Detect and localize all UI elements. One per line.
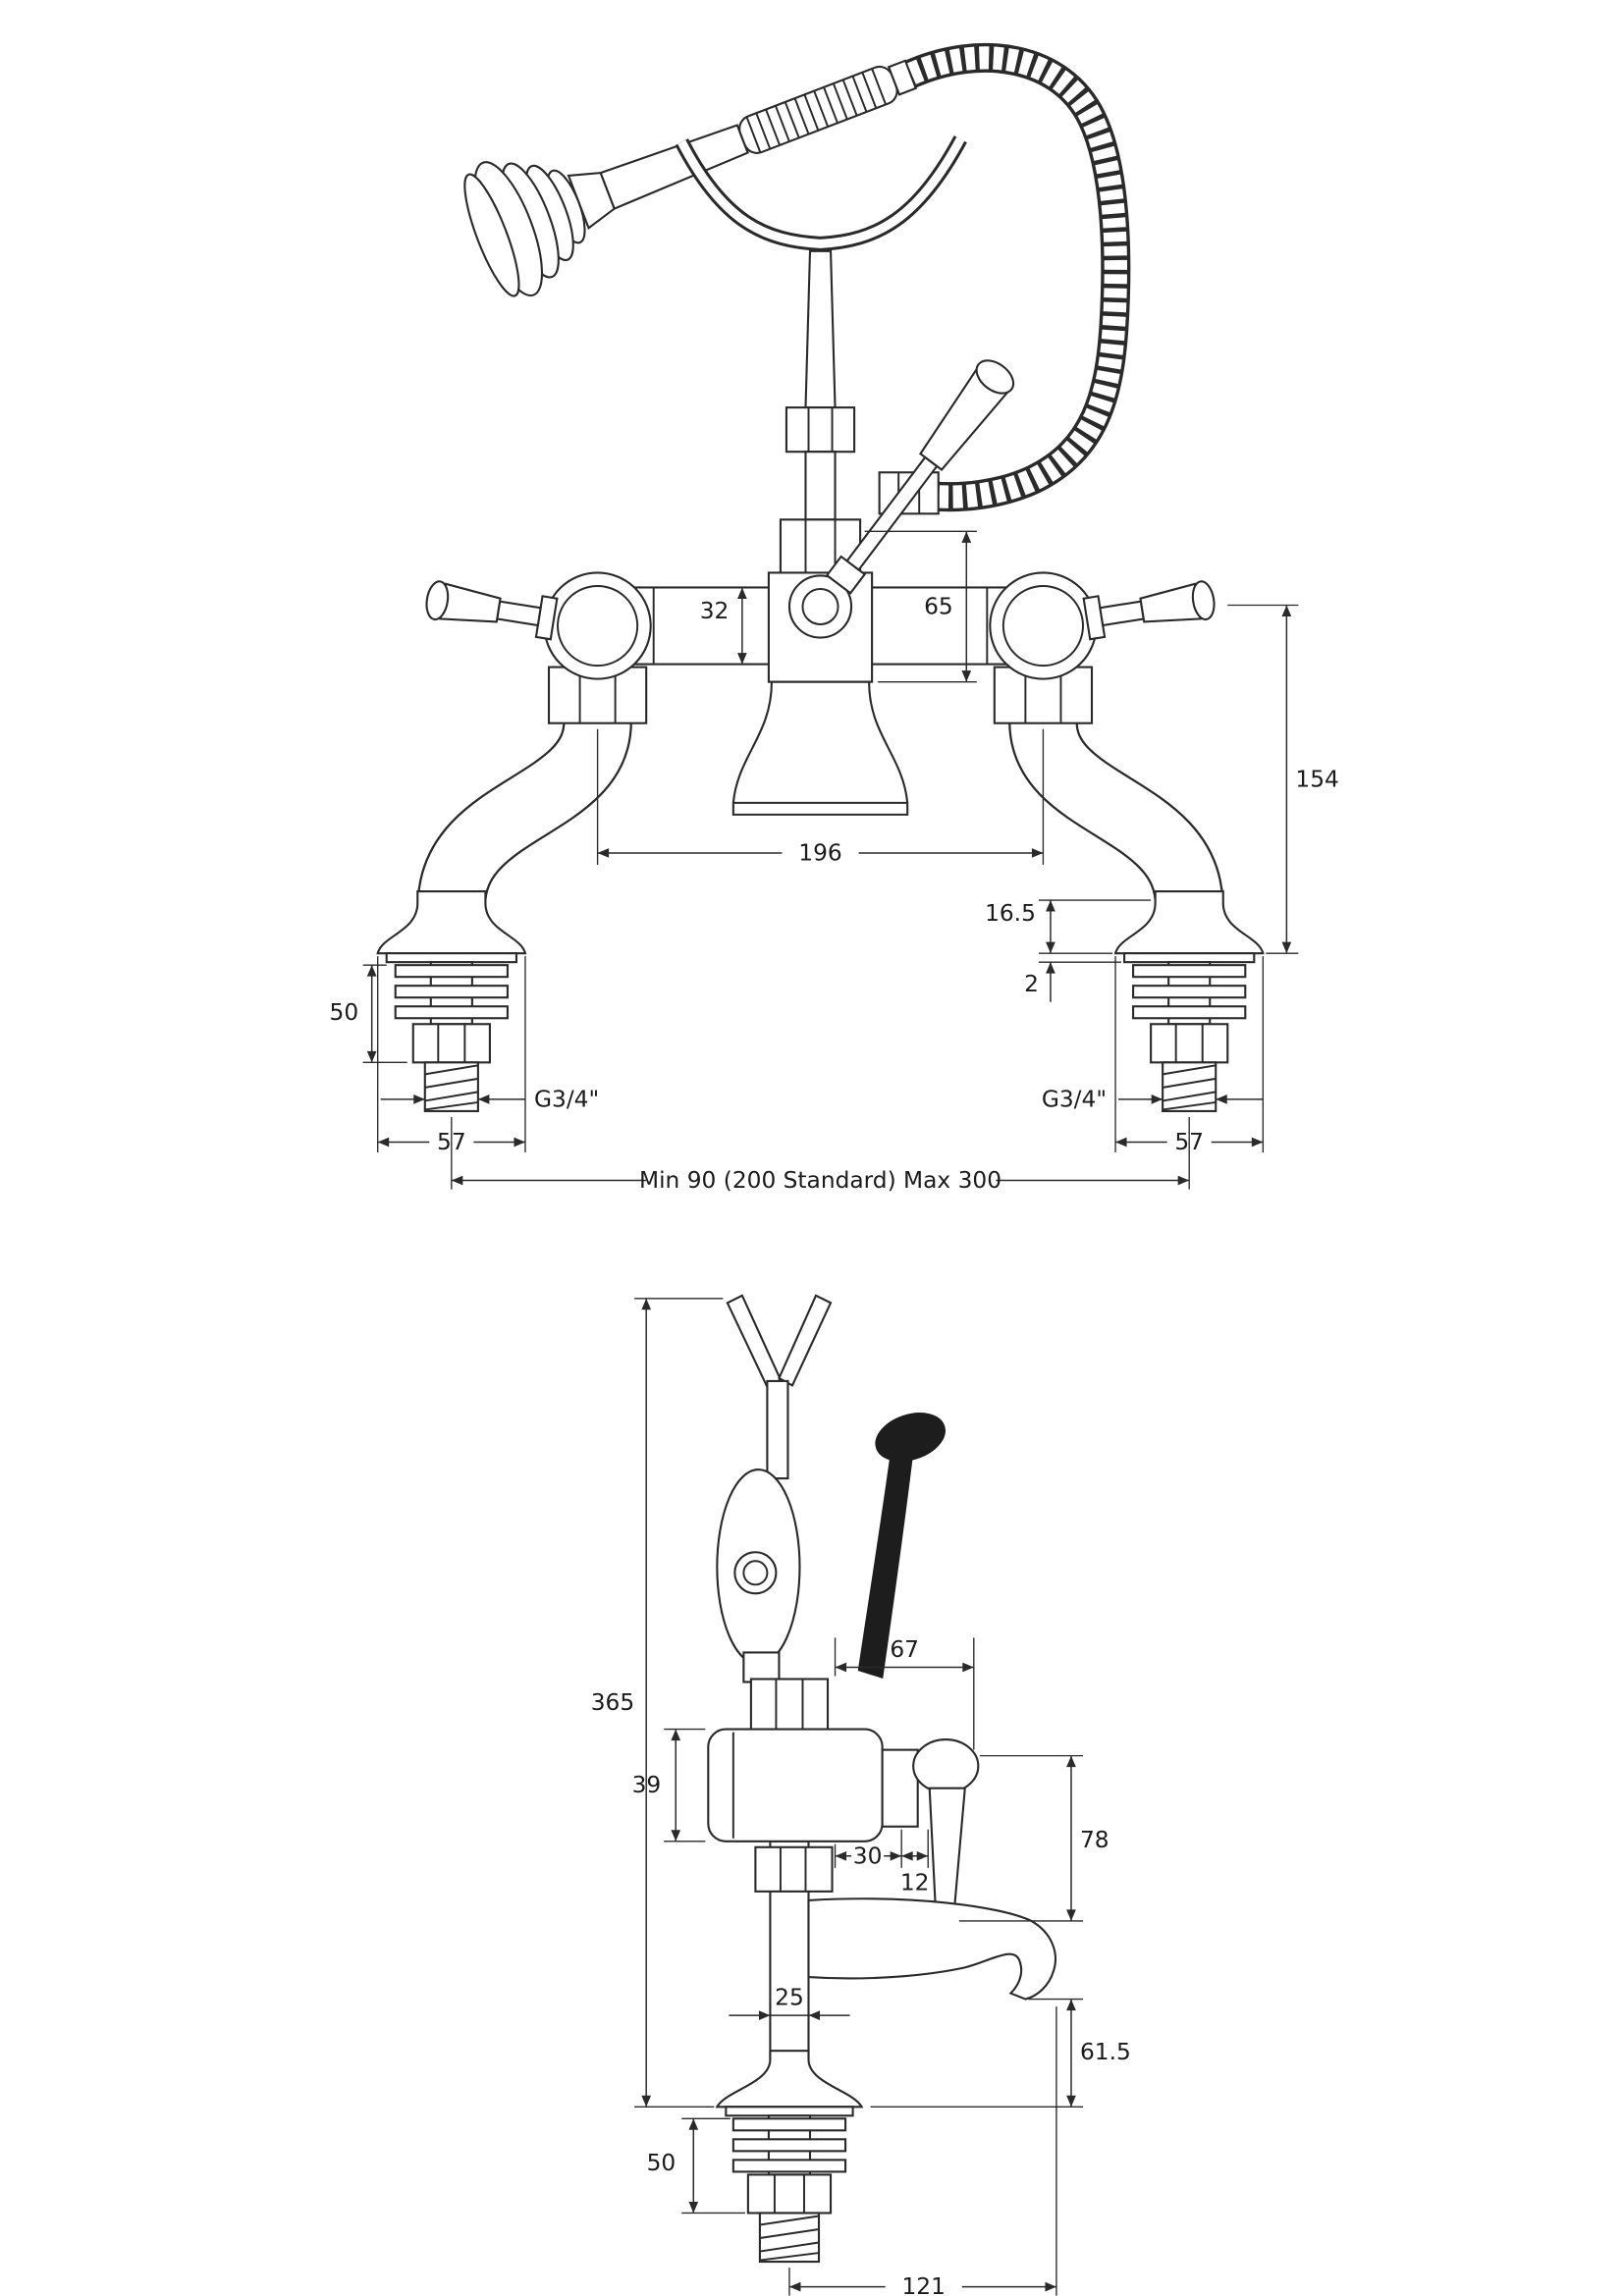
valve-body-side — [707, 1728, 884, 1842]
handle-stem — [857, 1451, 913, 1679]
bracket-arm-side — [716, 1468, 801, 1683]
cradle-post — [804, 249, 837, 409]
grip-ribs — [745, 68, 888, 153]
dim-label-32: 32 — [700, 598, 730, 624]
right-base-flange — [1113, 889, 1265, 955]
left-leg — [416, 719, 632, 909]
base-washer-side — [725, 2106, 854, 2117]
lower-hex-side — [754, 1845, 834, 1893]
dim-label-g34-left: G3/4" — [534, 1086, 599, 1112]
base-flange-side — [715, 2050, 864, 2109]
right-handle — [1082, 580, 1216, 641]
dim-label-154: 154 — [1295, 766, 1338, 792]
dim-label-78: 78 — [1080, 1827, 1109, 1853]
dim-label-g34-right: G3/4" — [1042, 1086, 1107, 1112]
right-valve-boss — [989, 571, 1098, 680]
right-tail-hex — [1150, 1023, 1229, 1064]
dim-label-65: 65 — [924, 594, 953, 620]
diverter-housing-side — [881, 1748, 919, 1828]
side-dimensions: 365 67 39 30 12 78 25 61.5 — [591, 1298, 1131, 2296]
tail-hex-side — [746, 2173, 833, 2215]
right-base — [1113, 889, 1265, 1112]
left-base-washer — [385, 952, 518, 964]
dim-label-12: 12 — [900, 1869, 930, 1896]
pivot-boss — [733, 1551, 778, 1595]
handset-cradle — [675, 135, 967, 251]
grip-ferrule — [887, 59, 918, 96]
front-view: 32 65 154 196 16.5 2 50 G3/4" G3/ — [330, 42, 1339, 1194]
upper-hex-side — [749, 1678, 830, 1731]
dim-label-25: 25 — [775, 1985, 804, 2011]
dim-label-50-front: 50 — [330, 999, 359, 1026]
right-base-washer — [1123, 952, 1256, 964]
cradle-side — [726, 1294, 833, 1480]
body-side — [707, 1678, 1056, 2059]
left-base-flange — [376, 889, 527, 955]
dim-label-16-5: 16.5 — [985, 900, 1036, 927]
head-face — [463, 173, 520, 297]
riser-hex-coupling — [784, 406, 856, 454]
dim-label-39: 39 — [632, 1772, 662, 1798]
handset-handle — [599, 124, 749, 210]
dim-label-121: 121 — [901, 2273, 945, 2296]
left-valve-boss — [543, 571, 652, 680]
left-handle — [425, 580, 559, 641]
diverter-hub — [787, 574, 853, 639]
front-dimensions: 32 65 154 196 16.5 2 50 G3/4" G3/ — [330, 530, 1339, 1194]
riser-pipe — [804, 451, 837, 521]
handle-knob — [875, 1413, 946, 1462]
dim-label-365: 365 — [591, 1689, 634, 1716]
shower-handset — [463, 59, 918, 297]
handle-side — [857, 1413, 946, 1679]
left-base — [376, 889, 527, 1112]
left-tail-hex — [411, 1023, 491, 1064]
base-side — [715, 2050, 864, 2264]
dim-label-2: 2 — [1024, 971, 1039, 997]
side-view: 365 67 39 30 12 78 25 61.5 — [591, 1294, 1131, 2296]
dim-label-61-5: 61.5 — [1080, 2039, 1131, 2065]
dim-label-67: 67 — [890, 1636, 919, 1663]
center-bell — [731, 680, 909, 816]
dim-label-196: 196 — [798, 839, 841, 866]
diverter-lever — [825, 359, 1015, 595]
dim-label-centres-range: Min 90 (200 Standard) Max 300 — [639, 1167, 1001, 1194]
dim-label-50-side: 50 — [647, 2150, 676, 2176]
diverter-knob-side — [912, 1738, 980, 1794]
shower-hose — [900, 42, 1131, 512]
spout-side — [807, 1897, 1056, 2001]
dim-label-30: 30 — [853, 1842, 883, 1869]
right-leg — [1008, 719, 1224, 909]
